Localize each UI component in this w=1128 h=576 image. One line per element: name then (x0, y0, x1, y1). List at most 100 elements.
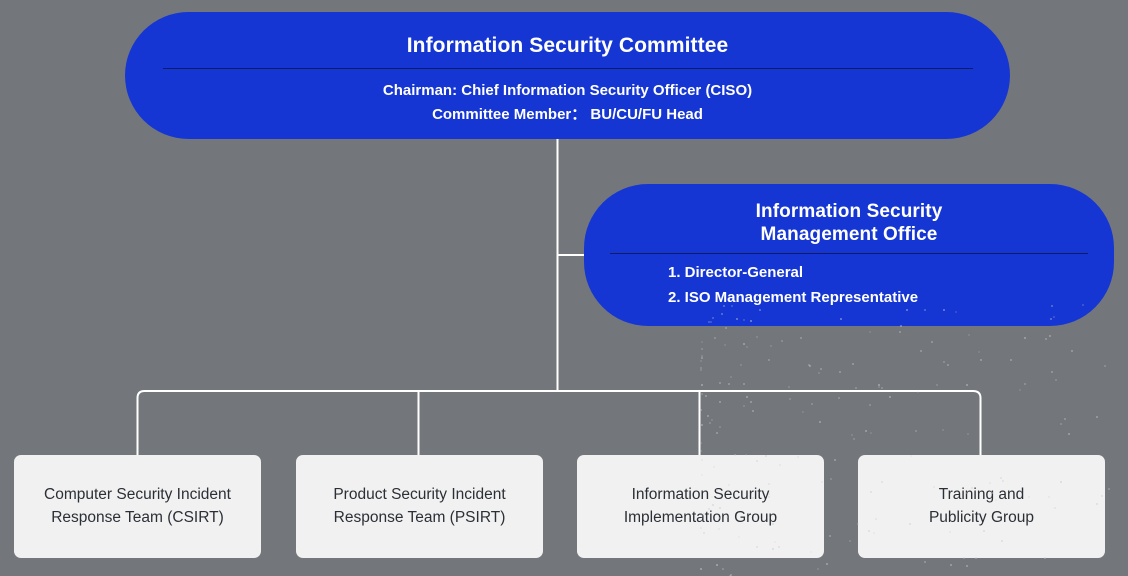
speckle (839, 370, 842, 373)
speckle (703, 531, 706, 534)
speckle (1054, 378, 1057, 381)
speckle (700, 442, 703, 445)
speckle (724, 326, 727, 329)
office-title-line-1: Information Security (755, 201, 943, 222)
speckle (743, 342, 746, 345)
speckle (773, 540, 776, 543)
speckle (1023, 383, 1026, 386)
speckle (967, 333, 970, 336)
speckle (788, 398, 791, 401)
speckle (1044, 557, 1046, 560)
speckle (1009, 358, 1012, 361)
speckle (756, 335, 759, 338)
node-information-security-management-office[interactable]: Information Security Management Office 1… (584, 184, 1114, 326)
speckle (1044, 338, 1047, 341)
speckle (1059, 480, 1062, 483)
speckle (1054, 507, 1057, 510)
speckle (701, 354, 704, 357)
speckle (701, 383, 704, 386)
speckle (718, 401, 721, 404)
speckle (828, 534, 831, 537)
speckle (868, 529, 871, 532)
speckle (965, 492, 968, 495)
card-implementation-group[interactable]: Information Security Implementation Grou… (577, 455, 824, 558)
speckle (700, 347, 703, 350)
speckle (778, 464, 781, 467)
speckle (810, 403, 813, 406)
speckle (825, 563, 828, 566)
speckle (756, 460, 759, 462)
speckle (1000, 539, 1003, 542)
speckle (767, 482, 770, 485)
speckle (869, 490, 872, 493)
card-psirt[interactable]: Product Security Incident Response Team … (296, 455, 543, 558)
speckle (1050, 305, 1053, 307)
speckle (709, 320, 712, 323)
speckle (1052, 315, 1055, 318)
speckle (919, 350, 922, 353)
speckle (720, 312, 723, 315)
speckle (816, 567, 819, 570)
speckle (819, 368, 822, 371)
speckle (829, 477, 832, 480)
speckle (700, 449, 703, 452)
speckle (713, 465, 716, 468)
speckle (700, 393, 703, 396)
speckle (963, 557, 966, 560)
office-title-line-2: Management Office (760, 224, 938, 246)
speckle (700, 473, 703, 476)
speckle (838, 397, 841, 400)
speckle (770, 345, 773, 348)
speckle (1103, 364, 1106, 367)
speckle (983, 529, 986, 532)
speckle (818, 372, 821, 375)
speckle (705, 395, 707, 398)
speckle (852, 437, 855, 440)
speckle (742, 405, 745, 407)
speckle (943, 308, 946, 311)
distribution-bar (136, 390, 982, 455)
speckle (715, 488, 718, 491)
speckle (700, 567, 703, 570)
card-training-publicity-group-label: Training and Publicity Group (929, 484, 1034, 529)
speckle (942, 429, 945, 432)
card-psirt-label: Product Security Incident Response Team … (333, 484, 505, 529)
speckle (707, 508, 710, 511)
speckle (710, 419, 713, 422)
card-training-publicity-group[interactable]: Training and Publicity Group (858, 455, 1105, 558)
speckle (1108, 488, 1111, 491)
speckle (966, 433, 969, 436)
speckle (1063, 417, 1066, 420)
speckle (701, 356, 703, 359)
speckle (851, 434, 854, 436)
speckle (936, 384, 938, 387)
speckle (1096, 503, 1099, 506)
speckle (733, 454, 736, 457)
speckle (1050, 371, 1053, 374)
office-detail-iso-representative: 2. ISO Management Representative (668, 289, 919, 307)
speckle (718, 516, 720, 519)
speckle (708, 422, 711, 425)
speckle (1101, 494, 1103, 497)
speckle (700, 368, 703, 371)
speckle (942, 360, 945, 363)
speckle (1049, 335, 1051, 338)
committee-detail-member: Committee Member： BU/CU/FU Head (432, 106, 703, 124)
speckle (949, 563, 952, 566)
speckle (726, 516, 728, 518)
speckle (764, 455, 767, 458)
speckle (743, 319, 746, 322)
speckle (736, 317, 739, 320)
speckle (948, 530, 951, 533)
speckle (875, 518, 878, 521)
speckle (723, 304, 726, 307)
speckle (768, 493, 771, 496)
speckle (818, 420, 821, 423)
office-detail-list: 1. Director-General 2. ISO Management Re… (614, 261, 1084, 311)
card-csirt[interactable]: Computer Security Incident Response Team… (14, 455, 261, 558)
node-information-security-committee[interactable]: Information Security Committee Chairman:… (125, 12, 1010, 139)
speckle (974, 557, 977, 560)
speckle (749, 320, 752, 323)
speckle (729, 574, 732, 576)
